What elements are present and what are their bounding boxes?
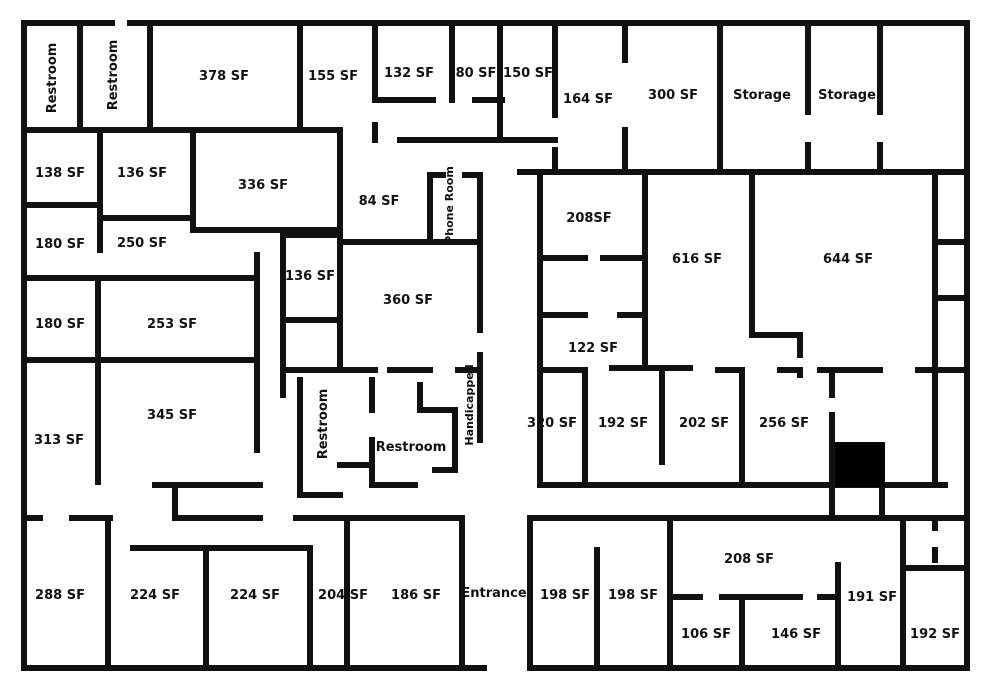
room-label-320: 320 SF — [527, 416, 577, 431]
room-label-132: 132 SF — [384, 66, 434, 81]
room-label-378: 378 SF — [199, 69, 249, 84]
room-label-106: 106 SF — [681, 627, 731, 642]
room-label-80: 80 SF — [456, 66, 497, 81]
room-label-208-a: 208SF — [566, 211, 611, 226]
room-label-644: 644 SF — [823, 252, 873, 267]
room-label-224-b: 224 SF — [230, 588, 280, 603]
room-label-256: 256 SF — [759, 416, 809, 431]
room-label-phone-room: Phone Room — [443, 166, 456, 244]
room-label-204: 204 SF — [318, 588, 368, 603]
room-label-136-b: 136 SF — [285, 269, 335, 284]
room-label-storage-1: Storage — [733, 88, 791, 103]
black-block — [835, 442, 885, 487]
room-label-198-b: 198 SF — [608, 588, 658, 603]
room-label-restroom-3: Restroom — [316, 389, 331, 460]
room-label-155: 155 SF — [308, 69, 358, 84]
room-label-186: 186 SF — [391, 588, 441, 603]
room-label-150: 150 SF — [503, 66, 553, 81]
room-label-136-a: 136 SF — [117, 166, 167, 181]
room-label-164: 164 SF — [563, 92, 613, 107]
room-label-restroom-1: Restroom — [45, 43, 60, 114]
room-label-180-b: 180 SF — [35, 317, 85, 332]
room-label-191: 191 SF — [847, 590, 897, 605]
room-label-restroom-2: Restroom — [106, 40, 121, 111]
room-label-224-a: 224 SF — [130, 588, 180, 603]
room-label-616: 616 SF — [672, 252, 722, 267]
entrance-label: Entrance — [461, 586, 526, 601]
room-label-84: 84 SF — [359, 194, 400, 209]
room-label-198-a: 198 SF — [540, 588, 590, 603]
room-label-208-b: 208 SF — [724, 552, 774, 567]
room-label-146: 146 SF — [771, 627, 821, 642]
room-label-192-b: 192 SF — [910, 627, 960, 642]
room-label-restroom-4: Restroom — [376, 440, 447, 455]
room-label-313: 313 SF — [34, 433, 84, 448]
room-label-122: 122 SF — [568, 341, 618, 356]
room-label-336: 336 SF — [238, 178, 288, 193]
room-label-handicapped: Handicapped — [463, 364, 476, 445]
room-label-138: 138 SF — [35, 166, 85, 181]
room-label-202: 202 SF — [679, 416, 729, 431]
room-label-300: 300 SF — [648, 88, 698, 103]
room-label-253: 253 SF — [147, 317, 197, 332]
room-label-storage-2: Storage — [818, 88, 876, 103]
room-label-288: 288 SF — [35, 588, 85, 603]
room-label-250: 250 SF — [117, 236, 167, 251]
room-label-180-a: 180 SF — [35, 237, 85, 252]
room-label-360: 360 SF — [383, 293, 433, 308]
walls — [21, 20, 970, 671]
room-label-192-a: 192 SF — [598, 416, 648, 431]
room-label-345: 345 SF — [147, 408, 197, 423]
